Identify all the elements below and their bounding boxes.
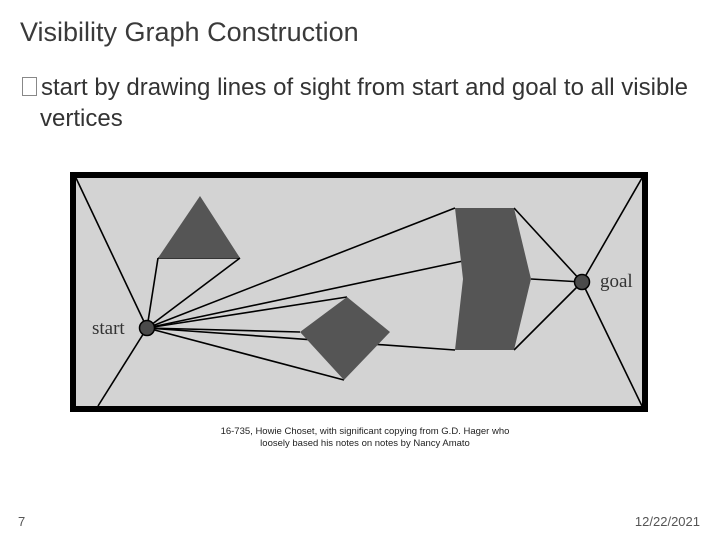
sight-line (146, 327, 301, 333)
workspace-area (76, 178, 642, 406)
bullet-text: start by drawing lines of sight from sta… (40, 74, 688, 132)
caption-line-2: loosely based his notes on notes by Nanc… (260, 438, 470, 449)
bullet-marker-icon (22, 77, 37, 96)
sight-line (146, 327, 345, 381)
triangle-obstacle (158, 196, 240, 258)
sight-line (513, 281, 583, 351)
slide-number: 7 (18, 514, 26, 529)
figure-caption: 16-735, Howie Choset, with significant c… (170, 426, 560, 450)
chevron-obstacle (455, 208, 531, 350)
sight-line (581, 281, 643, 407)
bullet-point: start by drawing lines of sight from sta… (22, 72, 710, 134)
sight-line (146, 260, 464, 329)
slide-title: Visibility Graph Construction (20, 17, 359, 47)
sight-line (530, 278, 583, 283)
sight-line (146, 207, 456, 329)
goal-node (573, 273, 591, 291)
visibility-graph-figure: start goal (70, 172, 648, 417)
caption-line-1: 16-735, Howie Choset, with significant c… (220, 426, 510, 437)
slide-date: 12/22/2021 (634, 514, 700, 529)
start-label: start (92, 318, 125, 339)
visibility-lines (75, 177, 643, 407)
sight-line (97, 327, 148, 407)
sight-line (581, 177, 643, 283)
sight-line (75, 177, 148, 329)
sight-line (146, 257, 159, 329)
diamond-obstacle (300, 297, 390, 380)
sight-line (146, 296, 348, 329)
sight-line (513, 207, 583, 283)
start-node (138, 319, 156, 337)
sight-line (146, 257, 241, 329)
goal-label: goal (600, 271, 633, 292)
sight-line (146, 327, 456, 351)
